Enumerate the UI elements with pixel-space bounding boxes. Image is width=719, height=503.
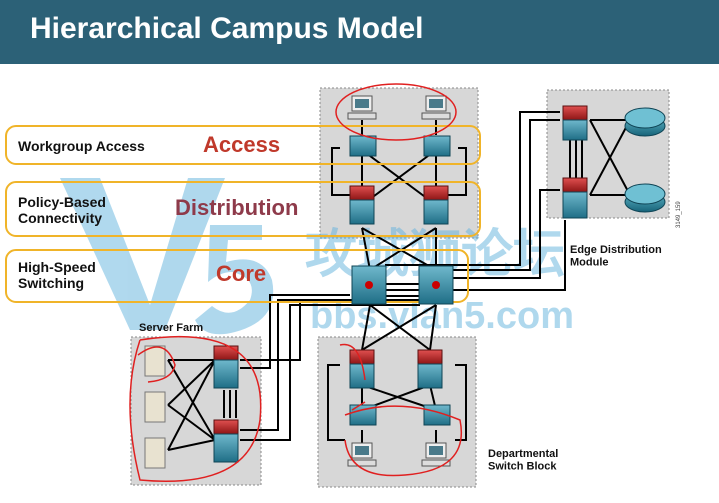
layer-distribution-box (5, 181, 481, 237)
layer-distribution-name: Distribution (175, 195, 298, 220)
multilayer-switch-icon (213, 105, 588, 463)
departmental-label: Departmental Switch Block (488, 448, 561, 473)
title-bar: Hierarchical Campus Model (0, 0, 719, 64)
layer-core-label-line1: High-Speed (18, 259, 96, 275)
layer-access: Workgroup Access Access (5, 125, 481, 165)
departmental-label-text-line2: Switch Block (488, 461, 557, 473)
edge-distribution-label: Edge Distribution Module (570, 244, 665, 269)
layer-access-name: Access (203, 132, 280, 157)
layer-core: High-Speed Switching Core (5, 249, 469, 303)
layer-distribution-label: Policy-Based Connectivity (18, 194, 110, 226)
router-icon (624, 107, 666, 213)
layer-access-label: Workgroup Access (18, 138, 145, 154)
layer-distribution-label-line1-line2: Connectivity (18, 210, 102, 226)
departmental-label-text: Departmental (488, 448, 558, 460)
workstation-icon (347, 442, 377, 467)
access-switch-icon (349, 135, 451, 426)
departmental-block-bg (317, 336, 477, 488)
layer-core-box (5, 249, 469, 303)
watermark-v5-logo (60, 178, 225, 330)
server-farm-label: Server Farm (139, 322, 203, 334)
core-switch-icon (351, 265, 454, 305)
layer-distribution-label-line1: Policy-Based (18, 194, 106, 210)
red-annotations (129, 83, 462, 482)
edge-distribution-label-text: Edge Distribution (570, 244, 662, 256)
layer-core-name: Core (216, 261, 266, 286)
slide-title: Hierarchical Campus Model (30, 12, 424, 45)
layer-access-box (5, 125, 481, 165)
server-icon (144, 345, 166, 469)
watermark: 攻城狮论坛 bbs.vlan5.com (60, 178, 574, 337)
edge-distribution-label-text-line2: Module (570, 257, 609, 269)
figure-code: 3149_159 (676, 201, 682, 228)
layer-core-label-line1-line2: Switching (18, 275, 84, 291)
workstation-icon (347, 95, 377, 120)
layer-core-label: High-Speed Switching (18, 259, 100, 291)
workstation-icon (421, 95, 451, 120)
connection-lines (167, 111, 631, 451)
layer-distribution: Policy-Based Connectivity Distribution (5, 181, 481, 237)
workstation-icon (421, 442, 451, 467)
